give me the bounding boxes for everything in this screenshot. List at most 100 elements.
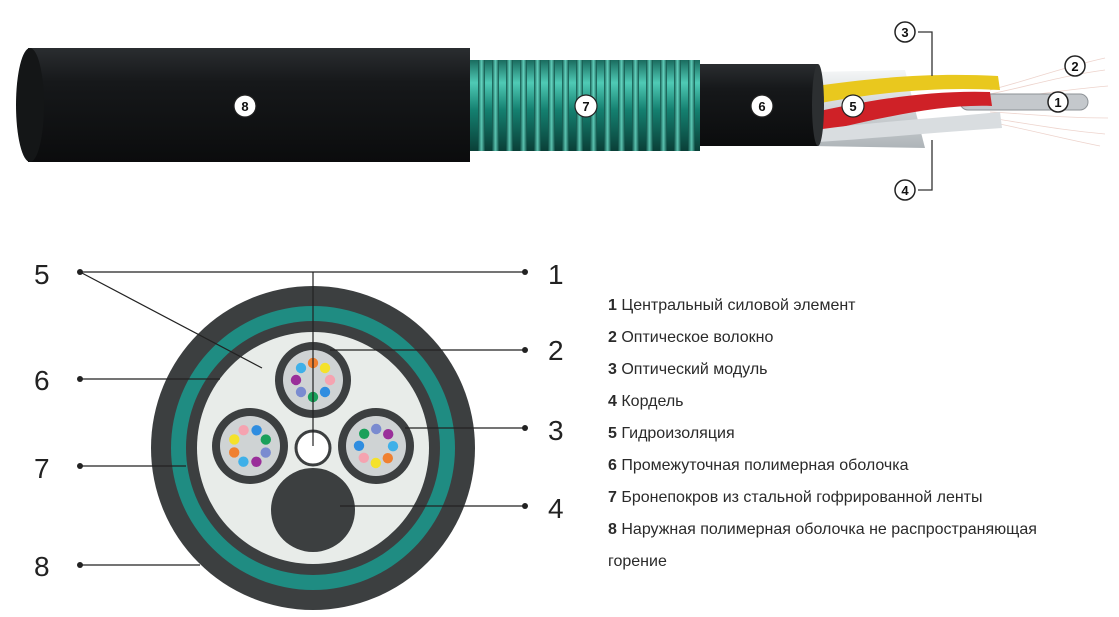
armor-ridge [506,60,513,151]
red-module [815,91,992,132]
segment-badge-label: 8 [241,99,248,114]
label-1: 1 [548,259,564,290]
legend-text: Кордель [621,393,684,410]
optical-fiber [260,434,271,445]
cable-side-view: 8 7 6 5 3 2 1 4 [16,21,1109,201]
legend-num: 8 [608,521,617,538]
optical-fiber [319,386,331,398]
optical-fiber [370,457,381,469]
legend-text: Центральный силовой элемент [621,297,856,314]
inner-sheath-edge [812,64,824,146]
legend-item-4: 4 Кордель [608,386,1098,418]
legend-text: Оптическое волокно [621,329,774,346]
callout-4: 4 [894,140,933,201]
legend-num: 5 [608,425,617,442]
armor-ridge [520,60,527,151]
callout-3: 3 [894,21,933,76]
armor-ridge [604,60,611,151]
optical-fiber [358,452,369,463]
armor-ridge [674,60,681,151]
segment-badge-8: 8 [233,94,257,118]
armor-ridge [618,60,625,151]
optical-fiber [324,374,336,386]
armor-ridge [548,60,555,151]
optical-fiber [251,425,262,436]
leader-lines [79,271,525,566]
legend-item-8: 8 Наружная полимерная оболочка не распро… [608,514,1098,578]
segment-badge-5: 5 [841,94,865,118]
armor-ridge [632,60,639,151]
legend-item-7: 7 Бронепокров из стальной гофрированной … [608,482,1098,514]
white-module [815,112,1002,142]
legend-num: 4 [608,393,617,410]
optical-fiber [229,434,240,445]
callout-2: 2 [1064,55,1086,77]
armor-ridge [660,60,667,151]
legend-num: 3 [608,361,617,378]
optical-fiber [260,447,271,458]
callout-1: 1 [1047,91,1069,113]
optical-fiber [383,429,394,440]
legend-text: Бронепокров из стальной гофрированной ле… [621,489,983,506]
legend-item-5: 5 Гидроизоляция [608,418,1098,450]
optical-fiber [295,386,307,398]
optical-fiber [371,423,382,435]
label-5: 5 [34,259,50,290]
legend: 1 Центральный силовой элемент 2 Оптическ… [608,290,1098,578]
legend-num: 1 [608,297,617,314]
optical-fiber [295,362,307,374]
armor-ridge [646,60,653,151]
armor-ridge [492,60,499,151]
cord-filler [271,468,355,552]
legend-text: Оптический модуль [621,361,768,378]
legend-num: 2 [608,329,617,346]
optical-fiber [359,428,370,439]
label-6: 6 [34,365,50,396]
legend-item-1: 1 Центральный силовой элемент [608,290,1098,322]
optical-fiber [238,456,249,467]
label-8: 8 [34,551,50,582]
legend-item-3: 3 Оптический модуль [608,354,1098,386]
outer-sheath-end [16,48,44,162]
legend-text: Наружная полимерная оболочка не распрост… [608,521,1037,570]
segment-badge-label: 7 [582,99,589,114]
optical-module [338,408,414,484]
legend-num: 7 [608,489,617,506]
optical-fiber [319,362,331,374]
optical-fiber [387,441,399,452]
cable-cross-section [151,286,475,610]
callout-4-label: 4 [901,183,909,198]
optical-modules [212,342,414,484]
label-7: 7 [34,453,50,484]
legend-item-2: 2 Оптическое волокно [608,322,1098,354]
optical-fiber [251,456,262,467]
segment-badge-label: 5 [849,99,856,114]
legend-text: Гидроизоляция [621,425,735,442]
segment-badges: 8 7 6 5 [233,94,865,118]
segment-badge-6: 6 [750,94,774,118]
callout-3-label: 3 [901,25,908,40]
segment-badge-label: 6 [758,99,765,114]
label-4: 4 [548,493,564,524]
optical-module [212,408,288,484]
leader-dots [77,269,528,568]
label-2: 2 [548,335,564,366]
optical-fiber [353,440,365,451]
armor-ridge [534,60,541,151]
label-3: 3 [548,415,564,446]
segment-badge-7: 7 [574,94,598,118]
armor-ridge [688,60,695,151]
legend-num: 6 [608,457,617,474]
callout-2-label: 2 [1071,59,1078,74]
armor-ridge [478,60,485,151]
optical-fiber [290,374,302,386]
legend-text: Промежуточная полимерная оболочка [621,457,909,474]
optical-fiber [238,425,249,436]
optical-fiber [229,447,240,458]
callout-1-label: 1 [1054,95,1061,110]
armor-ridge [562,60,569,151]
legend-item-6: 6 Промежуточная полимерная оболочка [608,450,1098,482]
optical-fiber [382,453,393,464]
yellow-module [815,74,1000,104]
